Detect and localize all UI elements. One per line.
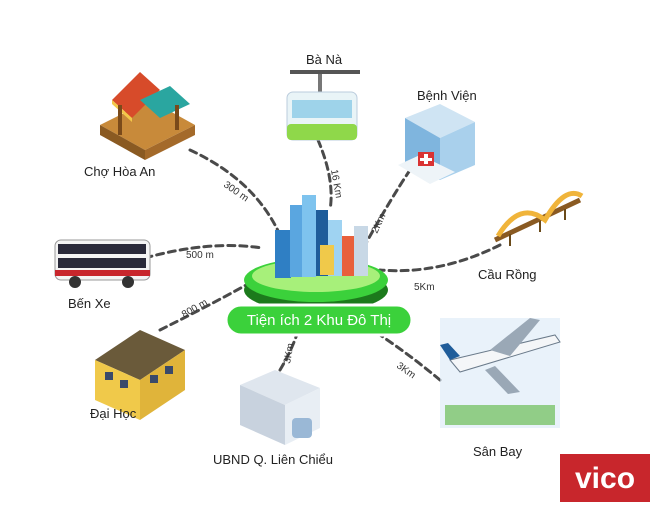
dai-hoc-label: Đại Học <box>90 406 137 421</box>
airplane-icon <box>440 318 561 428</box>
ben-xe-distance: 500 m <box>186 250 214 261</box>
ubnd-distance: 3Km <box>282 342 296 364</box>
cau-rong-distance: 5Km <box>414 282 435 293</box>
connector-benh-vien <box>363 168 412 247</box>
benh-vien-label: Bệnh Viện <box>417 88 477 103</box>
san-bay-distance: 3Km <box>394 360 417 381</box>
ben-xe-label: Bến Xe <box>68 296 111 311</box>
government-building-icon <box>240 370 320 445</box>
logo-text: vico <box>575 462 635 495</box>
benh-vien-distance: 2Km <box>370 212 389 235</box>
university-icon <box>95 330 185 420</box>
dai-hoc-distance: 800 m <box>180 297 210 320</box>
connector-cho-hoa-an <box>188 148 282 237</box>
ba-na-label: Bà Nà <box>306 52 343 67</box>
cau-rong-label: Cầu Rồng <box>478 267 537 282</box>
connector-cau-rong <box>378 243 502 273</box>
cho-hoa-an-distance: 300 m <box>221 179 250 204</box>
ubnd-label: UBND Q. Liên Chiểu <box>213 452 333 467</box>
market-stall-icon <box>100 72 195 160</box>
cho-hoa-an-label: Chợ Hòa An <box>84 164 155 179</box>
bus-icon <box>54 239 151 288</box>
hub: Tiện ích 2 Khu Đô Thị <box>224 195 414 337</box>
vico-logo: vico <box>560 454 650 502</box>
connector-ben-xe <box>143 244 264 260</box>
hospital-icon <box>398 104 475 184</box>
connector-ba-na <box>316 138 333 212</box>
ba-na-distance: 16 Km <box>328 169 344 199</box>
connector-san-bay <box>378 333 442 382</box>
cable-car-icon <box>286 70 360 141</box>
hub-banner <box>224 303 414 337</box>
hub-label: Tiện ích 2 Khu Đô Thị <box>247 312 391 329</box>
city-skyline-icon <box>275 195 368 278</box>
san-bay-label: Sân Bay <box>473 444 523 459</box>
dragon-bridge-icon <box>493 190 584 246</box>
logo-background <box>560 454 650 502</box>
connectors <box>143 138 502 382</box>
